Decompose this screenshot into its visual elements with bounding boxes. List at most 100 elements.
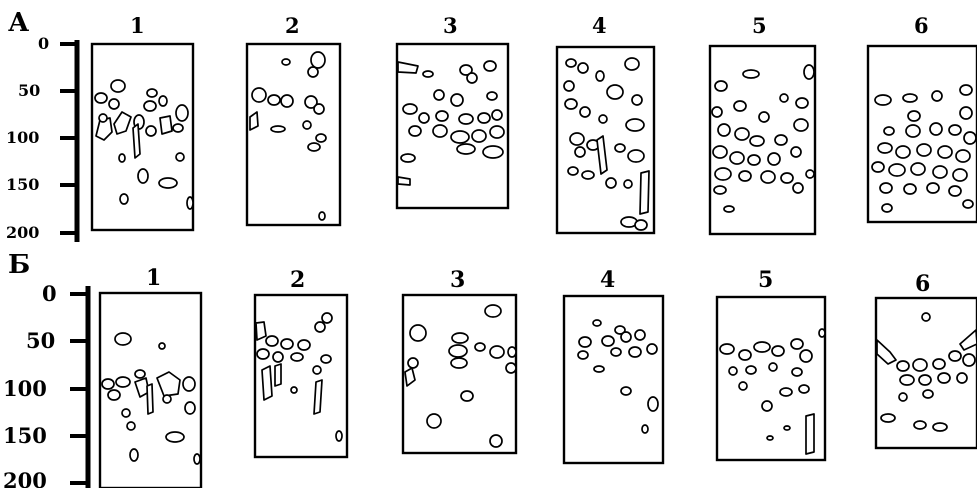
rock-fragment [423, 71, 433, 77]
rock-fragment [720, 344, 734, 354]
rock-fragment [472, 130, 486, 142]
rock-fragment [579, 337, 591, 347]
rock-fragment [459, 114, 473, 124]
rock-fragment [927, 183, 939, 193]
rock-fragment [427, 414, 441, 428]
panel-b-core-5: 5 [717, 267, 825, 460]
rock-fragment [889, 164, 905, 176]
rock-fragment [647, 344, 657, 354]
rock-fragment [109, 99, 119, 109]
rock-fragment [451, 358, 467, 368]
rock-fragment [568, 167, 578, 175]
core-column-label: 2 [290, 267, 305, 293]
rock-fragment [116, 377, 130, 387]
panel-a-core-6: 6 [868, 13, 977, 222]
rock-fragment [95, 93, 107, 103]
rock-fragment [163, 395, 171, 403]
rock-fragment [485, 305, 501, 317]
rock-fragment [750, 136, 764, 146]
rock-fragment [875, 95, 891, 105]
panel-b-core-3: 3 [403, 267, 516, 453]
rock-fragment [303, 121, 311, 129]
core-section-box [247, 44, 340, 225]
rock-fragment [799, 385, 809, 393]
rock-fragment [564, 81, 574, 91]
core-column-label: 2 [285, 13, 300, 38]
rock-fragment [457, 144, 475, 154]
rock-fragment [478, 113, 490, 123]
panel-b-label: Б [8, 250, 30, 280]
core-column-label: 5 [752, 13, 767, 38]
core-column-label: 6 [915, 271, 930, 297]
rock-fragment [282, 59, 290, 65]
rock-fragment [321, 355, 331, 363]
rock-fragment [159, 96, 167, 106]
rock-fragment [949, 351, 961, 361]
rock-fragment [648, 397, 658, 411]
rock-fragment [938, 146, 952, 158]
rock-fragment [917, 144, 931, 156]
rock-fragment [566, 59, 576, 67]
rock-fragment [621, 387, 631, 395]
rock-fragment [281, 95, 293, 107]
rock-fragment [712, 107, 722, 117]
rock-fragment [490, 435, 502, 447]
panel-b: Б 0 50 100 150 200 1 [3, 250, 977, 488]
rock-fragment [713, 146, 727, 158]
depth-tick-label: 150 [3, 423, 47, 448]
rock-fragment [271, 126, 285, 132]
rock-fragment [761, 171, 775, 183]
rock-fragment [461, 391, 473, 401]
panel-b-core-2: 2 [255, 267, 347, 457]
rock-fragment [780, 388, 792, 396]
rock-fragment [800, 350, 812, 362]
rock-fragment [911, 163, 925, 175]
rock-fragment [903, 94, 917, 102]
rock-fragment [754, 342, 770, 352]
rock-fragment [762, 401, 772, 411]
core-column-label: 1 [130, 13, 145, 38]
rock-fragment [724, 206, 734, 212]
rock-fragment [575, 147, 585, 157]
rock-fragment [949, 186, 961, 196]
rock-fragment [739, 382, 747, 390]
rock-fragment [881, 414, 895, 422]
rock-fragment [791, 147, 801, 157]
rock-fragment [147, 384, 153, 414]
rock-fragment [115, 333, 131, 345]
rock-fragment [932, 91, 942, 101]
rock-fragment [611, 348, 621, 356]
rock-fragment [183, 377, 195, 391]
rock-fragment [483, 146, 503, 158]
depth-tick-label: 100 [6, 128, 39, 147]
rock-fragment [173, 124, 183, 132]
rock-fragment [791, 339, 803, 349]
rock-fragment [319, 212, 325, 220]
rock-fragment [602, 336, 614, 346]
depth-tick-label: 200 [3, 468, 47, 488]
panel-b-depth-axis: 0 50 100 150 200 [3, 281, 88, 488]
rock-fragment [933, 166, 947, 178]
rock-fragment [715, 81, 727, 91]
rock-fragment [578, 63, 588, 73]
rock-fragment [578, 351, 588, 359]
rock-fragment [938, 373, 950, 383]
rock-fragment [930, 123, 942, 135]
panel-a-core-5: 5 [710, 13, 815, 234]
rock-fragment [492, 110, 502, 120]
rock-fragment [632, 95, 642, 105]
rock-fragment [624, 180, 632, 188]
rock-fragment [487, 92, 497, 100]
rock-fragment [176, 153, 184, 161]
rock-fragment [133, 124, 140, 158]
rock-fragment [570, 133, 584, 145]
rock-fragment [900, 375, 914, 385]
rock-fragment [615, 144, 625, 152]
rock-fragment [635, 220, 647, 230]
rock-fragment [594, 366, 604, 372]
panel-a-core-2: 2 [247, 13, 340, 225]
depth-tick-label: 150 [6, 175, 39, 194]
rock-fragment [635, 330, 645, 340]
rock-fragment [475, 343, 485, 351]
rock-fragment [490, 126, 504, 138]
